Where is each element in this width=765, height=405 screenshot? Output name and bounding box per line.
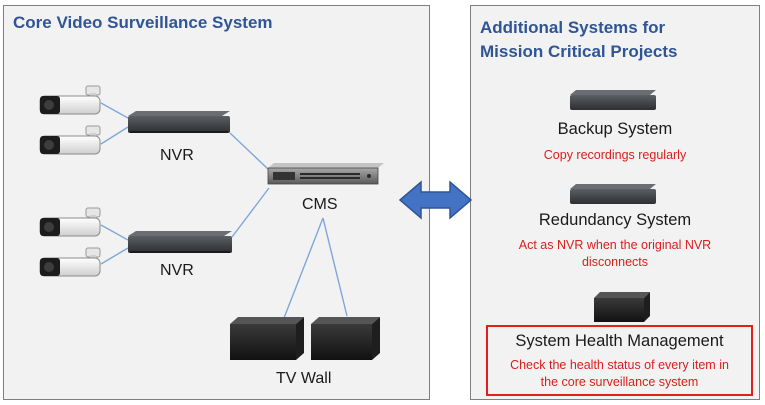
redundancy-desc-line2: disconnects xyxy=(581,255,648,269)
redundancy-desc-line1: Act as NVR when the original NVR xyxy=(518,238,712,252)
nvr-top-icon xyxy=(128,111,230,133)
health-management-icon xyxy=(594,292,650,322)
nvr-bottom-icon xyxy=(128,231,232,253)
camera-icon xyxy=(39,125,101,155)
camera-icon xyxy=(39,207,101,237)
cameras xyxy=(39,85,101,277)
additional-title-line2: Mission Critical Projects xyxy=(480,42,678,61)
connection-lines xyxy=(100,102,348,319)
tv-wall-box-right xyxy=(311,317,380,360)
nvr-top-label: NVR xyxy=(160,147,194,164)
backup-system-desc: Copy recordings regularly xyxy=(543,148,687,162)
bidirectional-arrow-icon xyxy=(398,180,473,220)
tv-wall-label: TV Wall xyxy=(276,370,332,387)
health-management-box: System Health Management Check the healt… xyxy=(486,325,753,396)
tv-wall-box-left xyxy=(230,317,304,360)
core-system-panel: Core Video Surveillance System xyxy=(3,5,430,400)
additional-title-line1: Additional Systems for xyxy=(480,18,666,37)
health-desc-line1: Check the health status of every item in xyxy=(510,358,729,372)
cms-server-icon xyxy=(267,163,384,185)
health-desc-line2: the core surveillance system xyxy=(540,375,699,389)
backup-system-label: Backup System xyxy=(557,120,673,138)
redundancy-system-label: Redundancy System xyxy=(538,211,692,229)
additional-systems-panel: Additional Systems for Mission Critical … xyxy=(470,5,760,400)
camera-icon xyxy=(39,247,101,277)
core-system-title: Core Video Surveillance System xyxy=(13,13,273,32)
nvr-bottom-label: NVR xyxy=(160,262,194,279)
health-management-label: System Health Management xyxy=(515,332,724,350)
cms-label: CMS xyxy=(302,196,338,213)
redundancy-system-icon xyxy=(570,184,656,204)
backup-system-icon xyxy=(570,90,656,110)
camera-icon xyxy=(39,85,101,115)
